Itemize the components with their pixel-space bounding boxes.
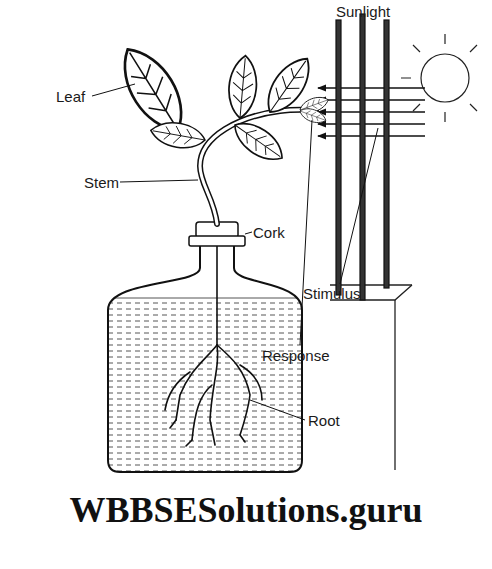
roots <box>165 246 262 446</box>
part-label: Cork <box>253 225 285 240</box>
leaves <box>110 38 330 168</box>
sunlight-label: Sunlight <box>336 4 390 19</box>
stem <box>200 110 316 224</box>
sun-symbol <box>401 34 477 122</box>
light-rays <box>318 88 425 136</box>
window-bars <box>336 14 389 300</box>
wall-lines <box>330 285 412 470</box>
watermark: WBBSESolutions.guru <box>69 492 422 528</box>
part-label: Leaf <box>56 89 85 104</box>
part-label: Stem <box>84 175 119 190</box>
part-label: Response <box>262 348 330 363</box>
part-label: Root <box>308 413 340 428</box>
leader-lines <box>92 84 378 420</box>
part-label: Stimulus <box>303 286 361 301</box>
